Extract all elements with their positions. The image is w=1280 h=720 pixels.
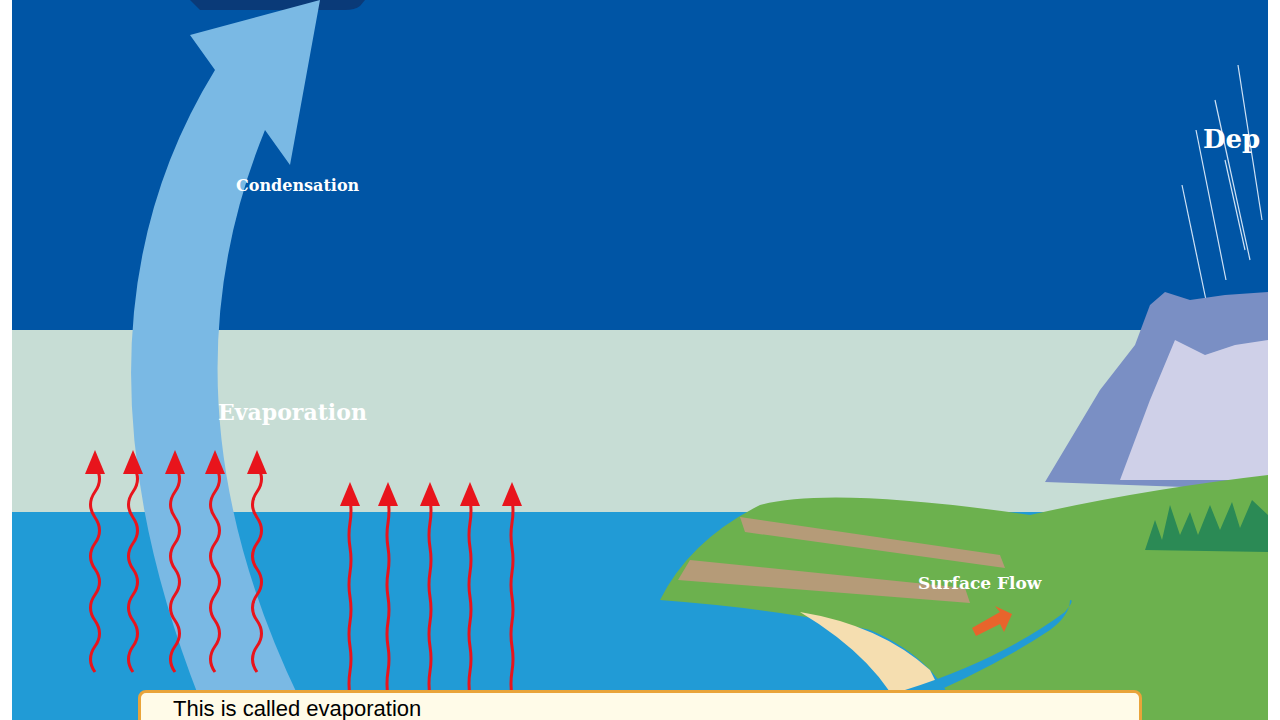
diagram-label: Dep (1203, 124, 1260, 154)
caption-box: This is called evaporation (138, 690, 1142, 720)
heat-arrow-shaft (171, 466, 180, 672)
heat-arrow-shaft (429, 498, 431, 696)
mountain-snow (1120, 340, 1268, 480)
heat-arrow-head (502, 482, 522, 506)
heat-arrow-head (123, 450, 143, 474)
heat-arrow-head (205, 450, 225, 474)
grass (1145, 500, 1268, 552)
heat-arrow-shaft (387, 498, 389, 696)
flow-arrow (972, 606, 1012, 636)
heat-arrow-shaft (349, 498, 351, 696)
heat-arrow-shaft (211, 466, 220, 672)
cycle-arrow (131, 0, 320, 700)
land (660, 475, 1268, 720)
heat-arrow-shaft (511, 498, 513, 696)
diagram-label: Evaporation (218, 399, 367, 425)
heat-arrow-shaft (469, 498, 471, 696)
heat-arrow-head (340, 482, 360, 506)
field-strip (740, 517, 1005, 568)
mountain (1045, 292, 1268, 490)
heat-arrow-shaft (253, 466, 262, 672)
heat-arrow-head (85, 450, 105, 474)
caption-text: This is called evaporation (173, 696, 421, 720)
heat-arrow-shaft (91, 466, 100, 672)
heat-arrow-shaft (129, 466, 138, 672)
heat-arrow-head (420, 482, 440, 506)
heat-arrow-head (247, 450, 267, 474)
heat-arrows (85, 450, 522, 696)
diagram-label: Surface Flow (918, 573, 1042, 593)
corner-panel (190, 0, 365, 10)
heat-arrow-head (378, 482, 398, 506)
heat-arrow-head (460, 482, 480, 506)
diagram-label: Condensation (236, 176, 359, 195)
heat-arrow-head (165, 450, 185, 474)
